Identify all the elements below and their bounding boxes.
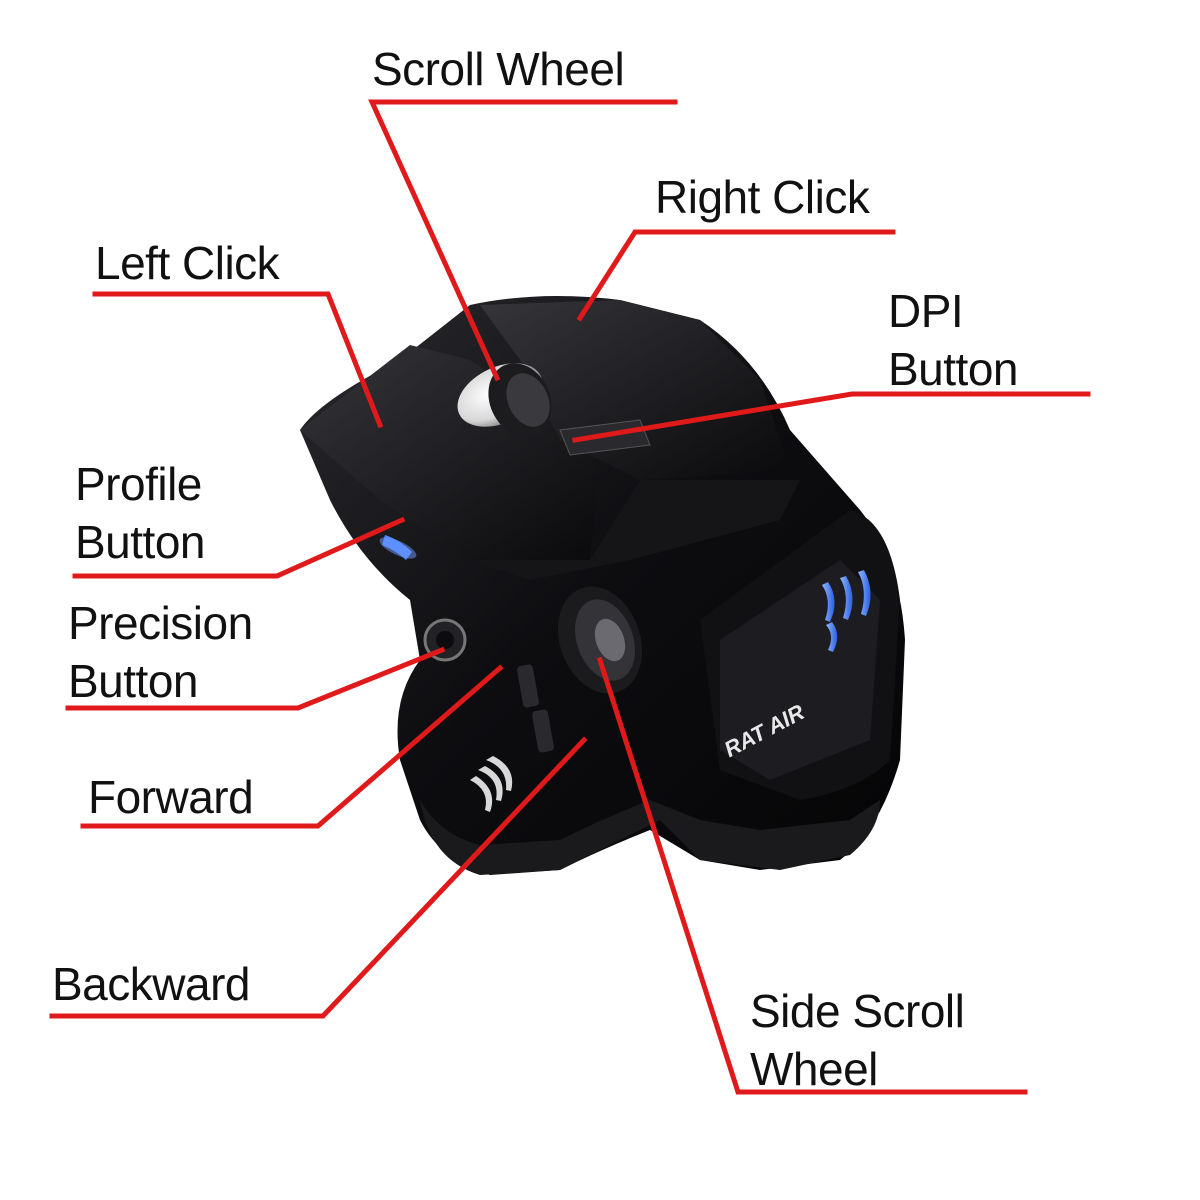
leader-right-click (576, 229, 896, 322)
label-dpi-button: DPI Button (888, 285, 1019, 395)
label-scroll-wheel: Scroll Wheel (372, 43, 625, 95)
forward-button-shape (517, 664, 539, 708)
leader-profile-button (72, 516, 406, 579)
claw-logo-icon (822, 570, 871, 652)
label-precision-button: Precision Button (68, 597, 253, 707)
label-right-click: Right Click (655, 171, 870, 223)
label-side-scroll-wheel: Side Scroll Wheel (750, 985, 965, 1095)
claw-thumb-icon (470, 756, 513, 812)
label-profile-button: Profile Button (75, 458, 206, 568)
leader-backward (49, 736, 588, 1019)
right-click-surface (480, 300, 790, 480)
leader-forward (80, 664, 504, 829)
mouse-base (420, 800, 880, 875)
leader-scroll-wheel (368, 99, 678, 382)
leader-left-click (92, 291, 384, 429)
leader-dpi-button (572, 391, 1091, 443)
center-ridge (470, 480, 800, 580)
label-left-click: Left Click (95, 237, 280, 289)
leader-lines (49, 99, 1091, 1095)
label-forward: Forward (88, 771, 254, 823)
label-backward: Backward (52, 958, 250, 1010)
leader-precision-button (65, 646, 446, 711)
leader-side-scroll-wheel (596, 656, 1028, 1095)
backward-button-shape (532, 709, 554, 753)
